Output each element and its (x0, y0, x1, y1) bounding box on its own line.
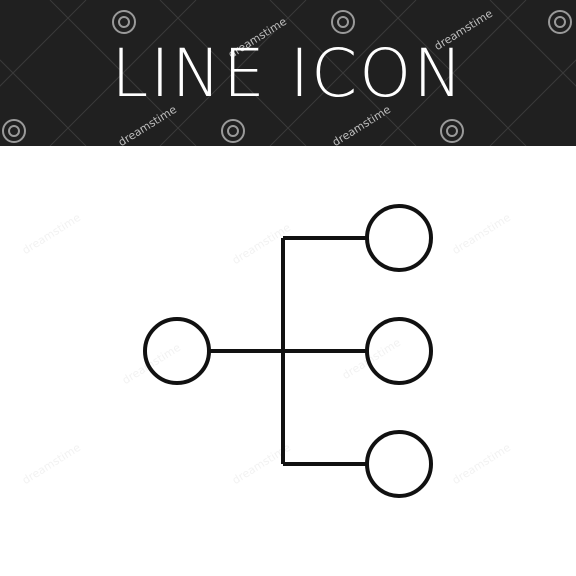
root-node-circle (143, 317, 211, 385)
watermark-logo-icon (221, 119, 245, 143)
watermark-logo-icon (548, 10, 572, 34)
hierarchy-tree-icon (143, 204, 433, 498)
banner-grid-pattern (0, 0, 576, 146)
child-node-circle-top (365, 204, 433, 272)
watermark-logo-icon (331, 10, 355, 34)
title-banner: dreamstime dreamstime dreamstime dreamst… (0, 0, 576, 146)
child-node-circle-middle (365, 317, 433, 385)
banner-title: LINE ICON (111, 35, 465, 112)
watermark-logo-icon (2, 119, 26, 143)
icon-display-area: dreamstime dreamstime dreamstime dreamst… (0, 146, 576, 576)
watermark-logo-icon (440, 119, 464, 143)
child-node-circle-bottom (365, 430, 433, 498)
watermark-logo-icon (112, 10, 136, 34)
